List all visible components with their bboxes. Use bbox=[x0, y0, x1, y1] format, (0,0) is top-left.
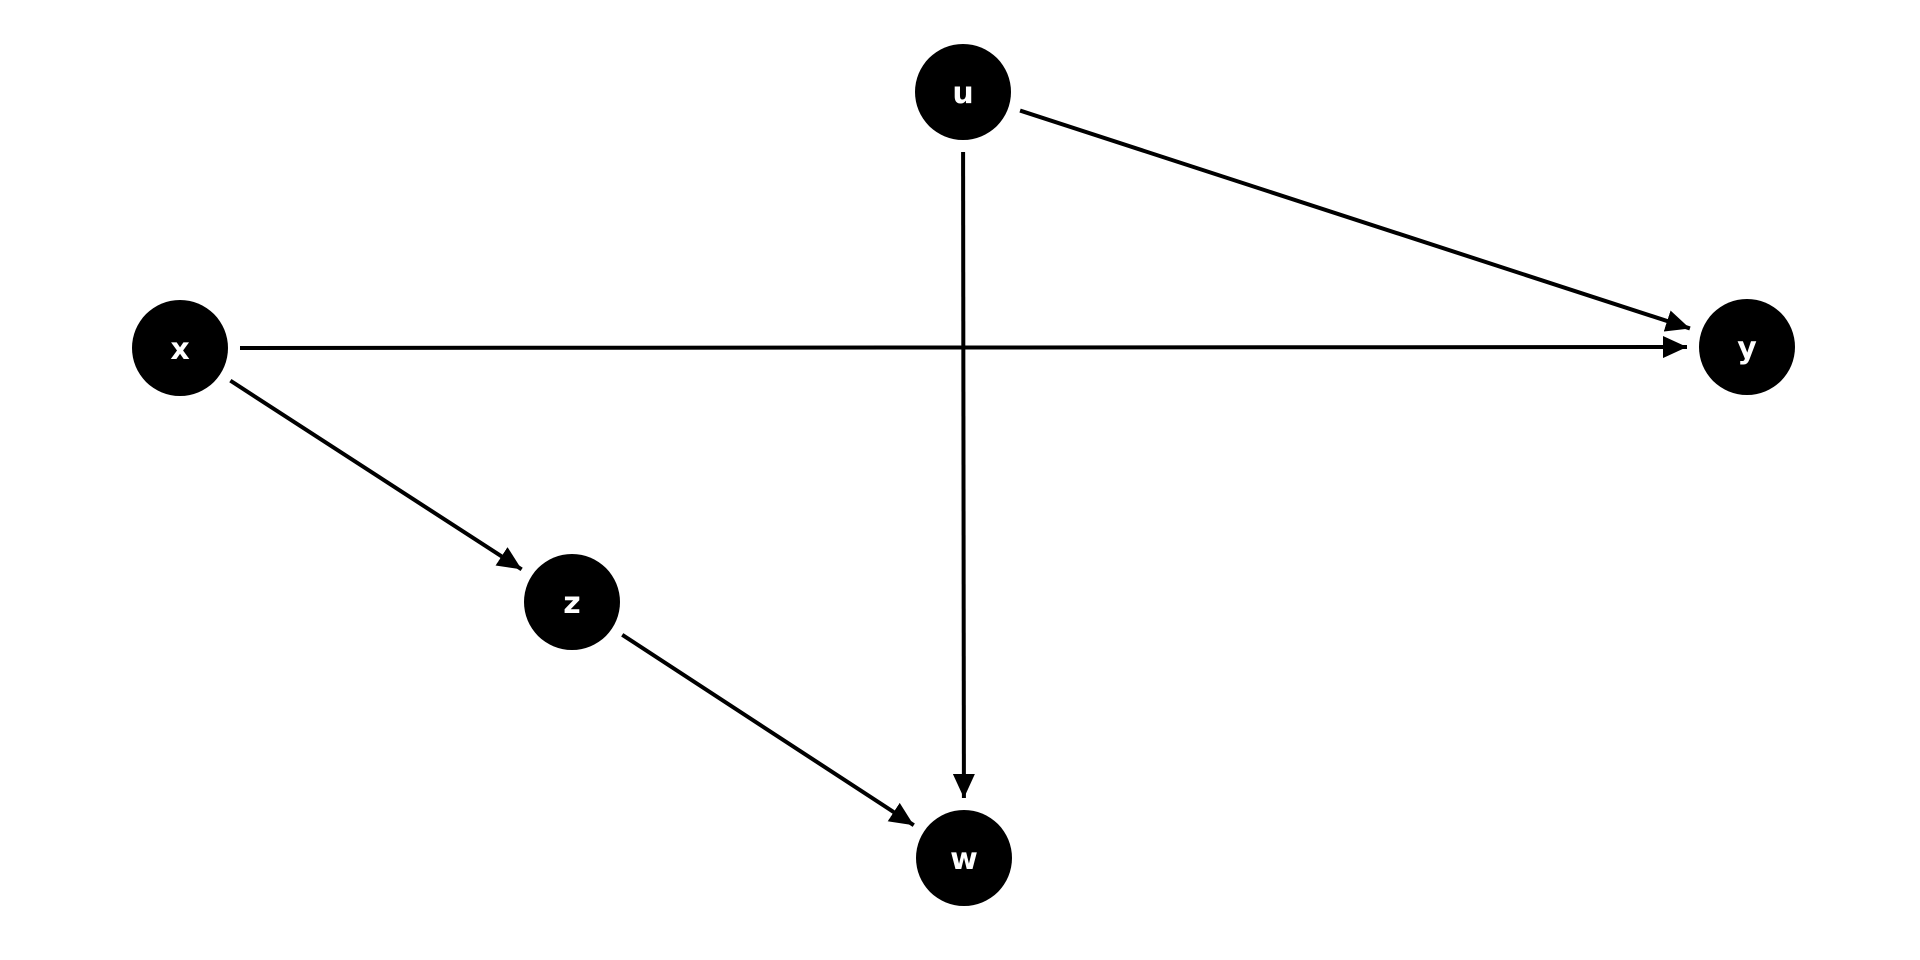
node-circle-x[interactable] bbox=[132, 300, 228, 396]
node-u[interactable]: u bbox=[915, 44, 1011, 140]
edge-z-to-w bbox=[621, 633, 915, 827]
node-circle-u[interactable] bbox=[915, 44, 1011, 140]
edge-u-to-w bbox=[952, 151, 975, 799]
edge-u-to-y bbox=[1019, 108, 1691, 332]
node-circle-y[interactable] bbox=[1699, 299, 1795, 395]
node-circle-w[interactable] bbox=[916, 810, 1012, 906]
edge-x-to-z bbox=[229, 378, 523, 572]
node-circle-z[interactable] bbox=[524, 554, 620, 650]
node-w[interactable]: w bbox=[916, 810, 1012, 906]
node-z[interactable]: z bbox=[524, 554, 620, 650]
node-x[interactable]: x bbox=[132, 300, 228, 396]
node-y[interactable]: y bbox=[1699, 299, 1795, 395]
